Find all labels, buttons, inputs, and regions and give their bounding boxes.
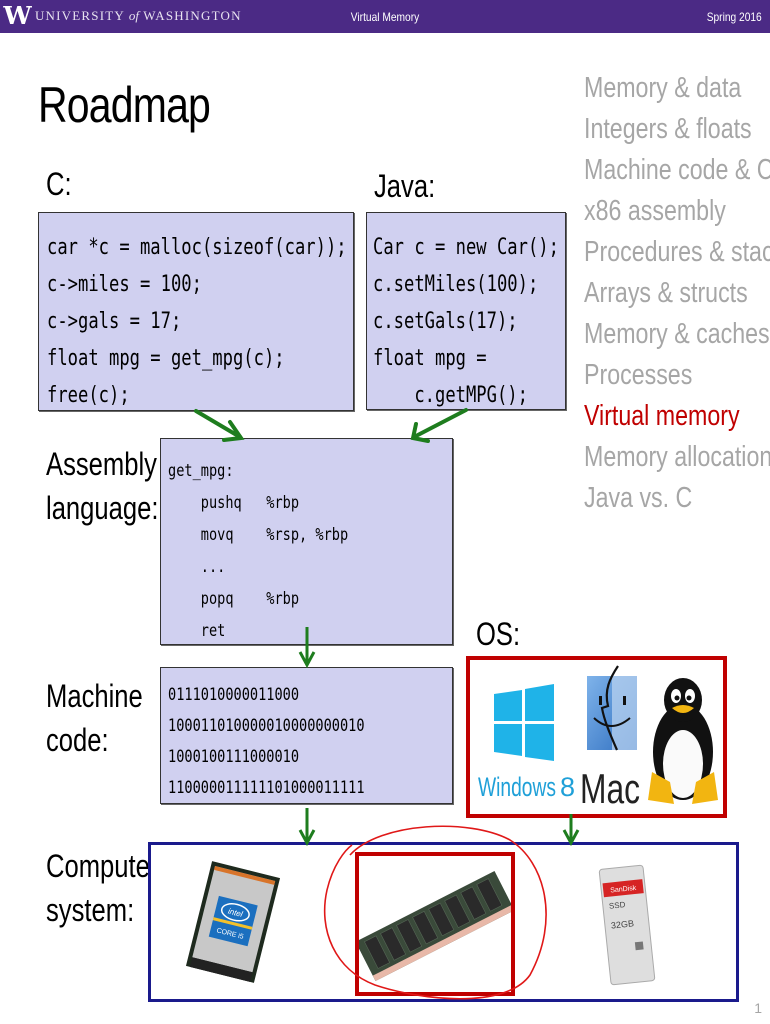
roadmap-item: Machine code & C: [584, 154, 770, 186]
c-code-line: car *c = malloc(sizeof(car));: [47, 235, 347, 260]
ssd-capacity: 32GB: [610, 918, 634, 930]
c-code-line: free(c);: [47, 383, 130, 408]
c-code-line: c->miles = 100;: [47, 272, 202, 297]
cpu-brand: intel: [227, 907, 244, 919]
java-code-line: Car c = new Car();: [373, 235, 559, 260]
label-assembly: Assembly language:: [46, 446, 159, 526]
ram-highlight-box: [355, 852, 515, 996]
roadmap-item: Memory & caches: [584, 318, 770, 350]
java-code-line: c.setGals(17);: [373, 309, 518, 334]
course-topic: Virtual Memory: [350, 10, 420, 24]
c-code-box: car *c = malloc(sizeof(car)); c->miles = …: [38, 212, 354, 411]
uw-w-logo-icon: W: [3, 1, 31, 30]
assembly-code-line: ...: [168, 557, 226, 577]
machine-code-line: 1000100111000010: [168, 747, 300, 767]
arrow-machine-to-system: [298, 808, 316, 847]
machine-code-box: 0111010000011000 100011010000010000000010…: [160, 667, 453, 804]
roadmap-item: Arrays & structs: [584, 277, 748, 309]
ssd-brand: SanDisk: [610, 885, 637, 895]
java-code-line: c.getMPG();: [373, 383, 528, 408]
label-c: C:: [46, 166, 72, 202]
page-number: 1: [754, 1000, 762, 1016]
roadmap-item: Processes: [584, 359, 693, 391]
ssd-drive-icon: SanDisk SSD 32GB: [598, 864, 656, 986]
roadmap-item: Procedures & stacks: [584, 236, 770, 268]
assembly-code-line: popq %rbp: [168, 589, 300, 609]
mac-finder-icon: [587, 665, 637, 751]
c-code-line: float mpg = get_mpg(c);: [47, 346, 285, 371]
c-code-line: c->gals = 17;: [47, 309, 182, 334]
arrow-java-to-assembly: [410, 408, 468, 443]
label-java: Java:: [374, 168, 436, 204]
term-label: Spring 2016: [706, 10, 762, 24]
ram-module-icon: [355, 870, 515, 982]
java-code-line: c.setMiles(100);: [373, 272, 539, 297]
label-computer-system: Computer system:: [46, 848, 159, 928]
roadmap-item: Memory & data: [584, 72, 742, 104]
slide-title: Roadmap: [38, 77, 211, 133]
uw-logo: W UNIVERSITY of WASHINGTON: [3, 1, 242, 30]
assembly-code-line: get_mpg:: [168, 461, 234, 481]
roadmap-item-current: Virtual memory: [584, 400, 740, 432]
os-logos-box: Windows 8 Mac: [466, 656, 727, 818]
ssd-type: SSD: [608, 900, 626, 911]
hardware-images: intel CORE i5 SanDisk SSD 32GB: [185, 861, 656, 986]
java-code-box: Car c = new Car(); c.setMiles(100); c.setG…: [366, 212, 566, 410]
roadmap-item: Memory allocation: [584, 441, 770, 473]
windows-logo-icon: [494, 684, 554, 761]
assembly-code-line: pushq %rbp: [168, 493, 300, 513]
mac-label: Mac: [580, 765, 640, 812]
roadmap-item: x86 assembly: [584, 195, 726, 227]
windows-version: 8: [560, 772, 575, 802]
machine-code-line: 0111010000011000: [168, 685, 300, 705]
label-machine-code: Machine code:: [46, 678, 143, 758]
tux-penguin-icon: [648, 678, 718, 804]
roadmap-item: Java vs. C: [584, 482, 693, 514]
roadmap-item: Integers & floats: [584, 113, 752, 145]
arrow-c-to-assembly: [194, 409, 245, 442]
machine-code-line: 110000011111101000011111: [168, 778, 365, 798]
machine-code-line: 100011010000010000000010: [168, 716, 365, 736]
assembly-code-box: get_mpg: pushq %rbp movq %rsp, %rbp ... …: [160, 438, 453, 645]
assembly-code-line: ret: [168, 621, 226, 641]
java-code-line: float mpg =: [373, 346, 487, 371]
assembly-code-line: movq %rsp, %rbp: [168, 525, 349, 545]
windows-label: Windows: [478, 772, 556, 802]
cpu-chip-icon: intel CORE i5: [185, 861, 281, 983]
slide-header: W UNIVERSITY of WASHINGTON Virtual Memor…: [0, 0, 770, 33]
label-os: OS:: [476, 616, 521, 652]
university-name: UNIVERSITY of WASHINGTON: [34, 8, 242, 23]
os-logos: Windows 8 Mac: [478, 665, 718, 812]
